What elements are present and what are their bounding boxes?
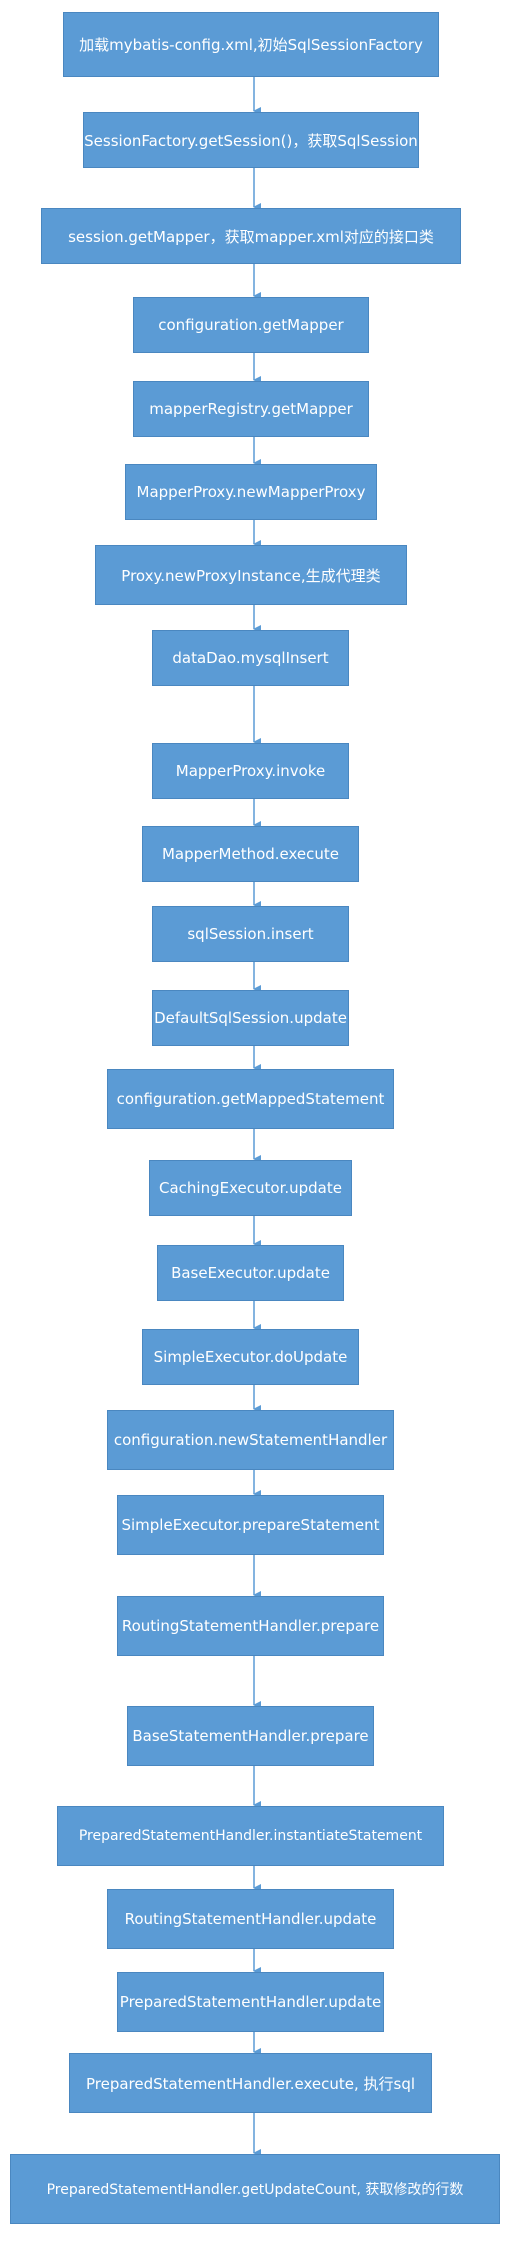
step-prepared-handler-execute: PreparedStatementHandler.execute, 执行sql bbox=[69, 2053, 432, 2113]
step-mapper-proxy-invoke: MapperProxy.invoke bbox=[152, 743, 349, 799]
step-mapper-method-execute: MapperMethod.execute bbox=[142, 826, 359, 882]
step-session-get-mapper: session.getMapper，获取mapper.xml对应的接口类 bbox=[41, 208, 461, 264]
step-dao-mysql-insert: dataDao.mysqlInsert bbox=[152, 630, 349, 686]
step-routing-handler-update: RoutingStatementHandler.update bbox=[107, 1889, 394, 1949]
step-new-statement-handler: configuration.newStatementHandler bbox=[107, 1410, 394, 1470]
step-get-session: SessionFactory.getSession()，获取SqlSession bbox=[83, 112, 419, 168]
step-new-proxy-instance: Proxy.newProxyInstance,生成代理类 bbox=[95, 545, 407, 605]
step-load-config: 加载mybatis-config.xml,初始SqlSessionFactory bbox=[63, 12, 439, 77]
step-mapper-registry-get-mapper: mapperRegistry.getMapper bbox=[133, 381, 369, 437]
step-get-update-count: PreparedStatementHandler.getUpdateCount,… bbox=[10, 2154, 500, 2224]
step-prepare-statement: SimpleExecutor.prepareStatement bbox=[117, 1495, 384, 1555]
step-simple-executor-do-update: SimpleExecutor.doUpdate bbox=[142, 1329, 359, 1385]
step-base-handler-prepare: BaseStatementHandler.prepare bbox=[127, 1706, 374, 1766]
step-default-sqlsession-update: DefaultSqlSession.update bbox=[152, 990, 349, 1046]
step-sqlsession-insert: sqlSession.insert bbox=[152, 906, 349, 962]
step-caching-executor-update: CachingExecutor.update bbox=[149, 1160, 352, 1216]
step-base-executor-update: BaseExecutor.update bbox=[157, 1245, 344, 1301]
step-prepared-handler-update: PreparedStatementHandler.update bbox=[117, 1972, 384, 2032]
step-new-mapper-proxy: MapperProxy.newMapperProxy bbox=[125, 464, 377, 520]
step-configuration-get-mapper: configuration.getMapper bbox=[133, 297, 369, 353]
step-instantiate-statement: PreparedStatementHandler.instantiateStat… bbox=[57, 1806, 444, 1866]
step-routing-handler-prepare: RoutingStatementHandler.prepare bbox=[117, 1596, 384, 1656]
step-get-mapped-statement: configuration.getMappedStatement bbox=[107, 1069, 394, 1129]
